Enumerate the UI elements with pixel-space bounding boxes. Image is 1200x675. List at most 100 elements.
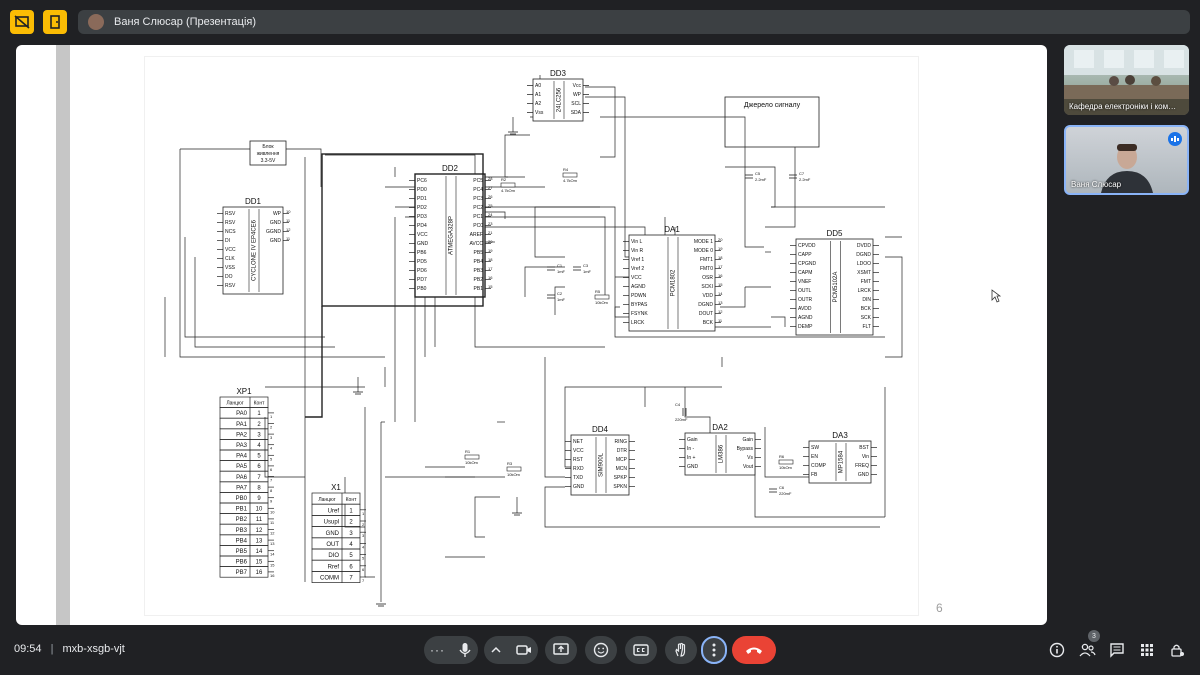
pin-label: PD1 bbox=[417, 196, 427, 202]
participant-tile-active[interactable]: Ваня Слюсар bbox=[1064, 125, 1189, 195]
table-cell: PB5 bbox=[236, 549, 248, 555]
wire bbox=[614, 306, 885, 338]
part-value: 4.7kOm bbox=[563, 178, 578, 183]
table-cell: 1 bbox=[257, 411, 261, 417]
pin-label: OUTL bbox=[798, 288, 812, 294]
presenter-bar[interactable]: Ваня Слюсар (Презентація) bbox=[78, 10, 1190, 34]
presenter-label: Ваня Слюсар (Презентація) bbox=[114, 16, 257, 28]
mic-control[interactable]: ··· bbox=[424, 636, 478, 664]
pin-label: FMT0 bbox=[700, 266, 713, 272]
people-button[interactable]: 3 bbox=[1078, 630, 1100, 659]
table-cell: Uref bbox=[328, 508, 340, 514]
more-options-button[interactable] bbox=[701, 636, 727, 664]
pin-label: CAPM bbox=[798, 270, 812, 276]
pin-label: DGND bbox=[698, 302, 713, 308]
camera-control[interactable] bbox=[484, 636, 538, 664]
activities-button[interactable] bbox=[1138, 641, 1156, 659]
connector-title: X1 bbox=[331, 483, 341, 492]
part-value: 10kOm bbox=[595, 300, 609, 305]
pin-label: RSV bbox=[225, 283, 236, 289]
pin-label: MODE 0 bbox=[694, 248, 713, 254]
participant-tile[interactable]: Кафедра електроніки і ком… bbox=[1064, 45, 1189, 115]
chip-body bbox=[684, 432, 756, 476]
pin-number: 1 bbox=[270, 414, 273, 419]
reactions-button[interactable] bbox=[585, 636, 617, 664]
wire bbox=[765, 147, 796, 228]
pin-number: 23 bbox=[488, 221, 493, 226]
pin-label: FSYNK bbox=[631, 311, 648, 317]
pin-label: RING bbox=[615, 439, 628, 445]
pin-number: 20 bbox=[718, 237, 723, 242]
exit-icon-button[interactable] bbox=[43, 10, 67, 34]
pin-number: 12 bbox=[286, 227, 291, 232]
chip-part-name: LM386 bbox=[719, 444, 725, 463]
pin-number: 3 bbox=[362, 533, 365, 538]
pin-label: LRCK bbox=[631, 320, 645, 326]
table-cell: PA5 bbox=[236, 464, 248, 470]
wire bbox=[485, 211, 506, 219]
emoji-icon bbox=[593, 642, 609, 658]
table-cell: PA4 bbox=[236, 454, 248, 460]
table-cell: OUT bbox=[326, 542, 339, 548]
table-cell: 11 bbox=[256, 517, 263, 523]
pin-label: AVDD bbox=[798, 306, 812, 312]
microphone-icon[interactable] bbox=[458, 642, 472, 658]
meeting-code: mxb-xsgb-vjt bbox=[62, 643, 125, 655]
pin-label: PD5 bbox=[417, 259, 427, 265]
chip-part-name: SIM900L bbox=[599, 452, 605, 477]
pin-label: SPKN bbox=[613, 484, 627, 490]
more-dots-icon[interactable]: ··· bbox=[430, 643, 445, 657]
resistor bbox=[594, 294, 610, 300]
camera-icon[interactable] bbox=[516, 644, 532, 656]
table-cell: PA2 bbox=[236, 432, 248, 438]
wire bbox=[194, 257, 335, 348]
pin-number: 25 bbox=[488, 203, 493, 208]
pin-label: MCN bbox=[616, 466, 628, 472]
pin-label: FREQ bbox=[855, 463, 869, 469]
pin-label: PB6 bbox=[417, 250, 427, 256]
pin-label: Vcc bbox=[573, 83, 582, 89]
resistor bbox=[562, 172, 578, 178]
pin-number: 19 bbox=[718, 246, 723, 251]
pin-label: RXD bbox=[573, 466, 584, 472]
leave-call-button[interactable] bbox=[732, 636, 776, 664]
table-cell: PA6 bbox=[236, 475, 248, 481]
pin-number: 3 bbox=[270, 435, 273, 440]
resistor bbox=[778, 459, 794, 465]
table-header-cell: Ланцюг bbox=[318, 497, 335, 503]
wire bbox=[885, 256, 903, 358]
meeting-time-code: 09:54 | mxb-xsgb-vjt bbox=[14, 643, 125, 655]
presentation-icon-button[interactable] bbox=[10, 10, 34, 34]
wire bbox=[544, 486, 880, 528]
bottom-control-bar: 09:54 | mxb-xsgb-vjt ··· 3 bbox=[0, 625, 1200, 675]
table-cell: 13 bbox=[256, 538, 263, 544]
chip-title: DA3 bbox=[832, 431, 848, 440]
pin-number: 14 bbox=[718, 291, 723, 296]
pin-number: 11 bbox=[286, 236, 291, 241]
info-icon bbox=[1049, 642, 1065, 658]
captions-button[interactable] bbox=[625, 636, 657, 664]
table-cell: 4 bbox=[257, 443, 261, 449]
pin-label: GND bbox=[573, 484, 585, 490]
table-header-cell: Конт bbox=[254, 401, 265, 407]
part-label: R1 bbox=[465, 449, 471, 454]
pin-number: 5 bbox=[270, 456, 273, 461]
table-header-cell: Конт bbox=[346, 497, 357, 503]
power-block-label: Блок bbox=[262, 144, 274, 150]
wire bbox=[504, 134, 530, 178]
pin-label: Vin bbox=[862, 454, 869, 460]
pin-label: Vin R bbox=[631, 248, 644, 254]
chevron-up-icon[interactable] bbox=[490, 644, 502, 656]
pin-label: VCC bbox=[225, 247, 236, 253]
pin-label: DVDD bbox=[857, 243, 872, 249]
host-controls-button[interactable] bbox=[1168, 641, 1186, 659]
power-block-label: живлення bbox=[257, 151, 280, 157]
pin-label: SW bbox=[811, 445, 819, 451]
hang-up-icon bbox=[746, 647, 762, 654]
present-screen-button[interactable] bbox=[545, 636, 577, 664]
chat-button[interactable] bbox=[1108, 641, 1126, 659]
raise-hand-button[interactable] bbox=[665, 636, 697, 664]
pin-label: FB bbox=[811, 472, 818, 478]
meeting-info-button[interactable] bbox=[1048, 641, 1066, 659]
pin-label: FMT bbox=[861, 279, 871, 285]
